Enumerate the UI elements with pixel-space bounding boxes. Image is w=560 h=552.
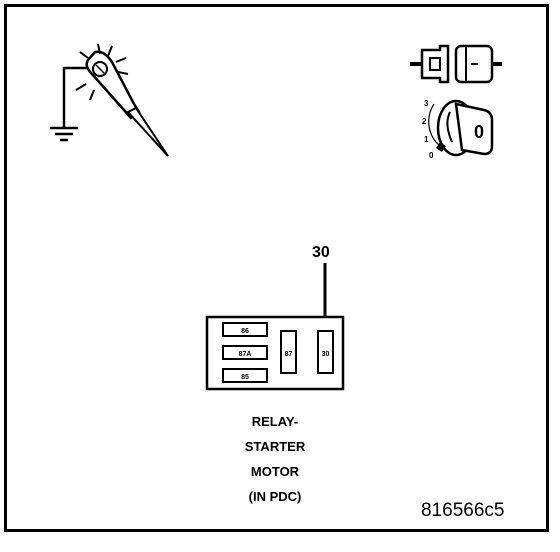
- relay-label-line-3: MOTOR: [250, 464, 300, 479]
- relay-pin-85: 85: [222, 368, 268, 383]
- relay-label-line-4: (IN PDC): [248, 489, 302, 504]
- relay-label-line-1: RELAY-: [251, 414, 299, 429]
- key-position-value: 0: [474, 122, 484, 142]
- figure-id: 816566c5: [421, 500, 504, 521]
- ignition-switch-key-icon: 3 2 1 0 0: [422, 99, 494, 160]
- relay-pin-86: 86: [222, 322, 268, 337]
- svg-text:86: 86: [241, 328, 249, 335]
- relay-starter-motor-block: 86 87A 85 87 30: [205, 315, 345, 391]
- test-light-probe-icon: [50, 43, 169, 157]
- diagram-frame: [4, 4, 549, 532]
- relay-pin-30: 30: [317, 330, 334, 374]
- relay-pin-87a: 87A: [222, 345, 268, 360]
- svg-text:87A: 87A: [239, 351, 252, 358]
- ground-symbol-icon: [50, 126, 78, 142]
- relay-pin-87: 87: [280, 330, 297, 374]
- relay-label-line-2: STARTER: [244, 439, 306, 454]
- ignition-position-2: 2: [422, 117, 427, 126]
- svg-text:87: 87: [285, 351, 293, 358]
- svg-text:30: 30: [322, 351, 330, 358]
- pin-callout-label: 30: [312, 244, 330, 261]
- ignition-position-0: 0: [429, 151, 434, 160]
- ignition-position-1: 1: [424, 135, 429, 144]
- ignition-position-3: 3: [424, 99, 429, 108]
- svg-text:85: 85: [241, 374, 249, 381]
- disconnected-connector-icon: [410, 44, 502, 84]
